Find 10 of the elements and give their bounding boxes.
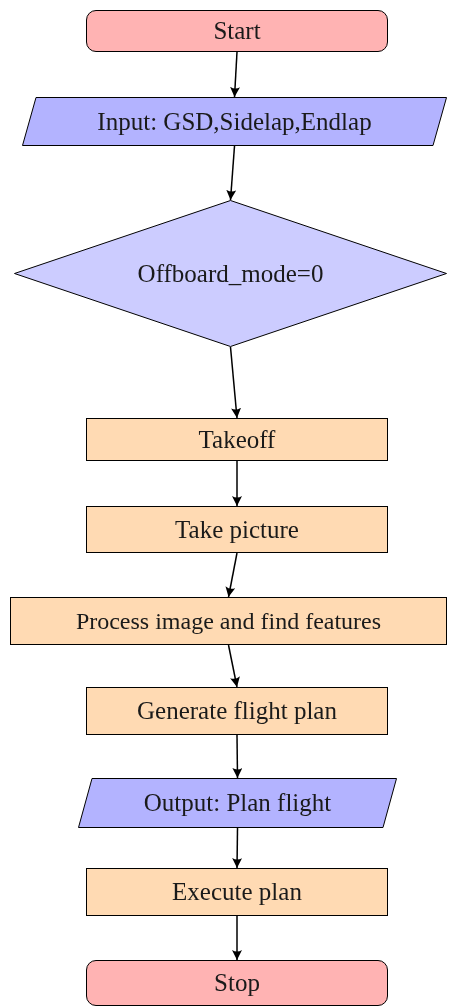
io-parallelogram: Output: Plan flight xyxy=(78,778,397,828)
process-box: Takeoff xyxy=(86,418,388,461)
terminal-box: Stop xyxy=(86,960,388,1006)
process-box: Execute plan xyxy=(86,868,388,916)
process-box: Generate flight plan xyxy=(86,687,388,735)
terminal-box: Start xyxy=(86,10,388,52)
process-box: Take picture xyxy=(86,506,388,553)
decision-diamond: Offboard_mode=0 xyxy=(14,200,447,347)
process-box: Process image and find features xyxy=(10,597,447,645)
io-parallelogram: Input: GSD,Sidelap,Endlap xyxy=(22,97,447,146)
